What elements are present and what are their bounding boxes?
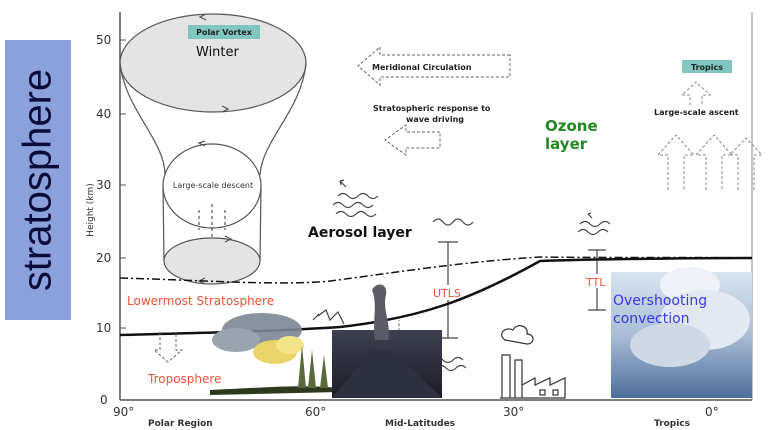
- large-scale-ascent-label: Large-scale ascent: [654, 108, 739, 117]
- region-tropics: Tropics: [654, 419, 690, 429]
- meridional-arrows: [357, 45, 511, 156]
- x-tick-60: 60°: [305, 405, 326, 419]
- y-tick-50: 50: [96, 33, 111, 47]
- region-mid-latitudes: Mid-Latitudes: [385, 419, 455, 429]
- tropics-tag: [682, 60, 732, 73]
- x-tick-90: 90°: [113, 405, 134, 419]
- polar-vortex-tag: [188, 25, 260, 39]
- ascent-arrows: [656, 81, 764, 190]
- ozone-label-line2: layer: [545, 135, 588, 153]
- x-ticks: 90° 60° 30° 0°: [113, 405, 719, 419]
- troposphere-label: Troposphere: [147, 372, 221, 386]
- y-axis-label: Height (km): [86, 183, 96, 237]
- winter-label: Winter: [196, 45, 240, 60]
- region-polar: Polar Region: [148, 419, 213, 429]
- overshooting-label-line1: Overshooting: [613, 293, 707, 309]
- y-ticks: 0 10 20 30 40 50: [96, 33, 126, 407]
- y-tick-10: 10: [96, 321, 111, 335]
- polar-vortex-label: Polar Vortex: [196, 28, 253, 37]
- upper-tropopause-dashed: [119, 256, 753, 284]
- overshooting-cloud-photo: [611, 267, 752, 398]
- x-tick-0: 0°: [705, 405, 719, 419]
- tropics-tag-label: Tropics: [691, 63, 723, 72]
- y-tick-20: 20: [96, 251, 111, 265]
- lowermost-stratosphere-label: Lowermost Stratosphere: [127, 294, 274, 308]
- ttl-label: TTL: [585, 276, 606, 289]
- factory-icon: [500, 325, 566, 399]
- wildfire-illustration: [210, 313, 340, 395]
- ozone-label-line1: Ozone: [545, 117, 598, 135]
- y-tick-40: 40: [96, 107, 111, 121]
- x-tick-30: 30°: [503, 405, 524, 419]
- meridional-circulation-label: Meridional Circulation: [372, 63, 472, 72]
- utls-label: UTLS: [433, 287, 461, 300]
- y-tick-30: 30: [96, 178, 111, 192]
- stratospheric-response-label: Stratospheric response to: [373, 104, 491, 113]
- stratosphere-side-label: stratosphere: [5, 40, 71, 320]
- volcano-illustration: [332, 284, 442, 398]
- wave-driving-label: wave driving: [406, 115, 464, 124]
- overshooting-label-line2: convection: [613, 311, 690, 327]
- y-tick-0: 0: [100, 393, 108, 407]
- aerosol-layer-label: Aerosol layer: [308, 225, 412, 241]
- large-scale-descent-label: Large-scale descent: [173, 181, 253, 190]
